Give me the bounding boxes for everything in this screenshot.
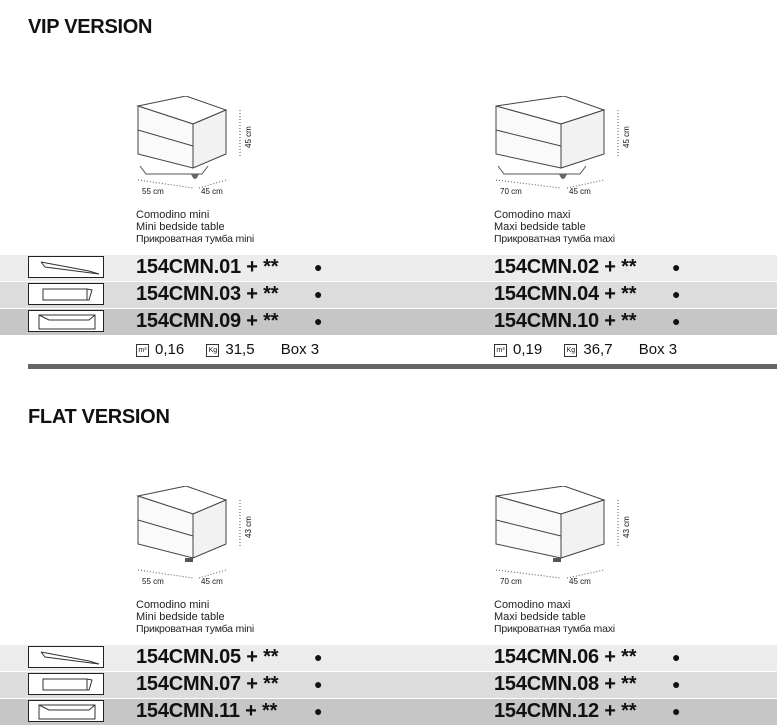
name-italian: Comodino mini [136,209,210,221]
bedside-table-drawing [136,485,241,579]
availability-dot: ● [672,676,681,692]
name-russian: Прикроватная тумба mini [136,233,254,245]
table-row: 154CMN.03 + ** ● 154CMN.04 + ** ● [0,282,777,308]
availability-dot: ● [314,703,323,719]
depth-dimension: 45 cm [569,187,591,196]
table-row: 154CMN.01 + ** ● 154CMN.02 + ** ● [0,255,777,281]
product-code: 154CMN.10 + ** [494,310,637,332]
table-row: 154CMN.07 + ** ● 154CMN.08 + ** ● [0,672,777,698]
volume-value: 0,19 [513,341,543,358]
name-russian: Прикроватная тумба mini [136,623,254,635]
name-italian: Comodino maxi [494,209,571,221]
availability-dot: ● [672,259,681,275]
table-row: 154CMN.09 + ** ● 154CMN.10 + ** ● [0,309,777,335]
name-english: Mini bedside table [136,611,225,623]
depth-dimension: 45 cm [569,577,591,586]
product-code: 154CMN.04 + ** [494,283,637,305]
width-dimension: 55 cm [142,187,164,196]
name-russian: Прикроватная тумба maxi [494,233,615,245]
name-russian: Прикроватная тумба maxi [494,623,615,635]
width-dimension: 70 cm [500,187,522,196]
product-code: 154CMN.03 + ** [136,283,279,305]
product-description: Comodino mini Mini bedside table Прикров… [136,599,254,635]
volume-icon: m³ [136,343,149,357]
name-italian: Comodino maxi [494,599,571,611]
product-code: 154CMN.05 + ** [136,646,279,668]
product-code: 154CMN.11 + ** [136,700,278,722]
handle-option-icon [28,283,104,305]
box-number: Box 3 [280,341,320,358]
width-dimension: 70 cm [500,577,522,586]
volume-icon: m³ [494,343,507,357]
section-divider [28,364,777,369]
product-code: 154CMN.08 + ** [494,673,637,695]
weight-icon: Kg [564,343,578,357]
name-italian: Comodino mini [136,599,210,611]
shipping-info: m³ 0,16 Kg 31,5 Box 3 [136,341,319,358]
height-dimension: 43 cm [244,516,253,538]
table-row: 154CMN.11 + ** ● 154CMN.12 + ** ● [0,699,777,725]
handle-option-icon [28,310,104,332]
product-code: 154CMN.12 + ** [494,700,637,722]
shipping-info: m³ 0,19 Kg 36,7 Box 3 [494,341,677,358]
product-drawing: 45 cm 55 cm 45 cm [136,95,266,206]
table-row: 154CMN.05 + ** ● 154CMN.06 + ** ● [0,645,777,671]
handle-option-icon [28,256,104,278]
volume-value: 0,16 [155,341,185,358]
depth-dimension: 45 cm [201,187,223,196]
height-dimension: 45 cm [622,126,631,148]
section-title: FLAT VERSION [28,406,170,428]
product-code: 154CMN.01 + ** [136,256,279,278]
product-drawing: 43 cm 55 cm 45 cm [136,485,266,596]
depth-dimension: 45 cm [201,577,223,586]
bedside-table-drawing [136,95,241,189]
bedside-table-drawing [495,485,619,579]
name-english: Maxi bedside table [494,611,586,623]
availability-dot: ● [672,286,681,302]
product-drawing: 45 cm 70 cm 45 cm [494,95,644,206]
handle-option-icon [28,673,104,695]
product-drawing: 43 cm 70 cm 45 cm [494,485,644,596]
weight-icon: Kg [206,343,220,357]
handle-option-icon [28,646,104,668]
section-title: VIP VERSION [28,16,153,38]
product-code: 154CMN.02 + ** [494,256,637,278]
product-code: 154CMN.06 + ** [494,646,637,668]
availability-dot: ● [672,703,681,719]
handle-option-icon [28,700,104,722]
name-english: Maxi bedside table [494,221,586,233]
name-english: Mini bedside table [136,221,225,233]
box-number: Box 3 [638,341,678,358]
height-dimension: 45 cm [244,126,253,148]
product-description: Comodino maxi Maxi bedside table Прикров… [494,209,615,245]
product-code: 154CMN.09 + ** [136,310,279,332]
weight-value: 31,5 [225,341,255,358]
availability-dot: ● [314,313,323,329]
product-description: Comodino mini Mini bedside table Прикров… [136,209,254,245]
weight-value: 36,7 [583,341,613,358]
availability-dot: ● [314,649,323,665]
width-dimension: 55 cm [142,577,164,586]
availability-dot: ● [672,649,681,665]
product-description: Comodino maxi Maxi bedside table Прикров… [494,599,615,635]
availability-dot: ● [314,286,323,302]
bedside-table-drawing [495,95,619,189]
height-dimension: 43 cm [622,516,631,538]
availability-dot: ● [672,313,681,329]
availability-dot: ● [314,259,323,275]
availability-dot: ● [314,676,323,692]
product-code: 154CMN.07 + ** [136,673,279,695]
